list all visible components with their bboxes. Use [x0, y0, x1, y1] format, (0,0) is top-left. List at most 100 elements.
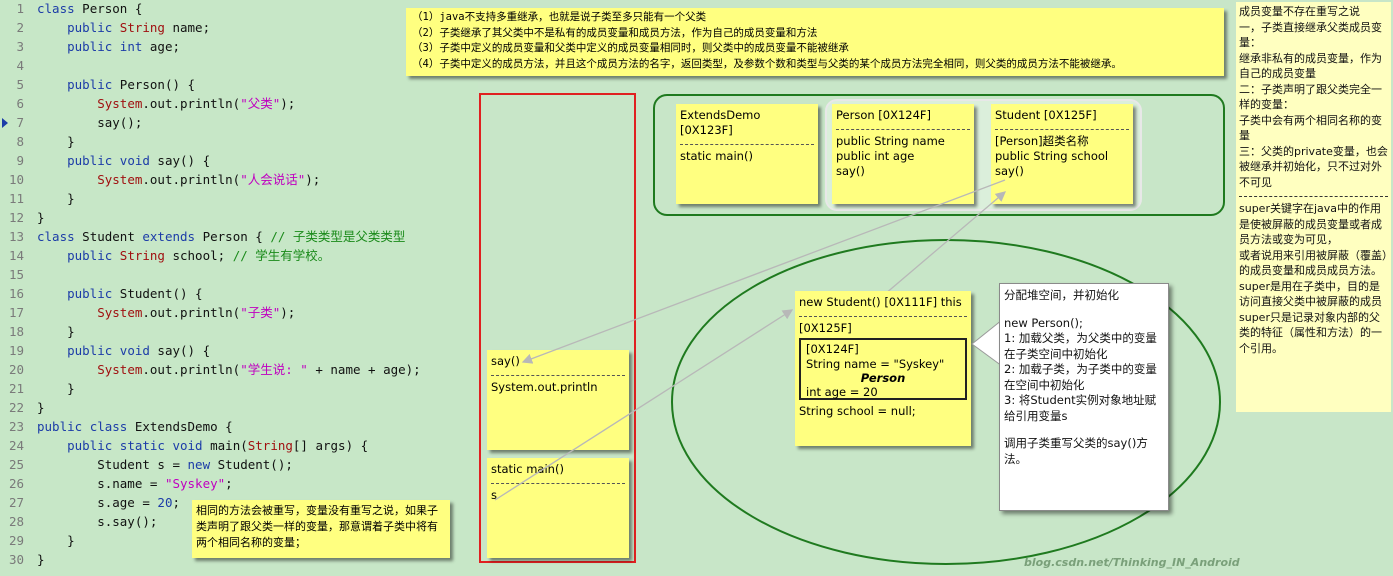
code-token: } [37, 381, 75, 396]
person-subobject-ref: [0X124F] [806, 342, 859, 356]
code-line[interactable]: 5 public Person() { [0, 75, 478, 94]
code-text: System.out.println("人会说话"); [37, 170, 320, 189]
code-text: } [37, 531, 75, 550]
code-line[interactable]: 21 } [0, 379, 478, 398]
code-line[interactable]: 6 System.out.println("父类"); [0, 94, 478, 113]
code-token: s.age = [37, 495, 158, 510]
code-line[interactable]: 24 public static void main(String[] args… [0, 436, 478, 455]
code-text: Student s = new Student(); [37, 455, 293, 474]
heap-note-line5: 3: 将Student实例对象地址赋给引用变量s [1004, 393, 1157, 423]
code-token: .out.println( [142, 305, 241, 320]
code-text: public Student() { [37, 284, 202, 303]
code-line[interactable]: 27 s.age = 20; [0, 493, 478, 512]
person-title: Person [0X124F] [836, 108, 932, 122]
code-token: ); [305, 172, 321, 187]
code-line[interactable]: 22} [0, 398, 478, 417]
line-number: 13 [8, 229, 24, 244]
code-line[interactable]: 2 public String name; [0, 18, 478, 37]
code-token: "人会说话" [240, 172, 306, 187]
code-line[interactable]: 30} [0, 550, 478, 569]
line-number: 11 [8, 191, 24, 206]
line-number: 7 [16, 115, 24, 130]
code-text: System.out.println("父类"); [37, 94, 295, 113]
code-line[interactable]: 17 System.out.println("子类"); [0, 303, 478, 322]
line-number: 9 [16, 153, 24, 168]
note-p1: 成员变量不存在重写之说 [1239, 5, 1360, 18]
note-p5: 子类中会有两个相同名称的变量 [1239, 113, 1382, 143]
code-token: } [37, 400, 45, 415]
code-line[interactable]: 12} [0, 208, 478, 227]
code-line[interactable]: 11 } [0, 189, 478, 208]
code-line[interactable]: 28 s.say(); [0, 512, 478, 531]
code-line[interactable]: 20 System.out.println("学生说: " + name + a… [0, 360, 478, 379]
code-token: Person() { [112, 77, 196, 92]
heap-region [671, 239, 1221, 565]
line-number: 14 [8, 248, 24, 263]
code-line[interactable]: 15 [0, 265, 478, 284]
line-number: 3 [16, 39, 24, 54]
code-token: "Syskey" [164, 476, 226, 491]
code-line[interactable]: 10 System.out.println("人会说话"); [0, 170, 478, 189]
student-heap-object: new Student() [0X111F] this [0X125F] [0X… [795, 291, 971, 446]
code-token: } [37, 324, 75, 339]
note-p3: 继承非私有的成员变量，作为自己的成员变量 [1239, 51, 1382, 81]
code-line[interactable]: 4 [0, 56, 478, 75]
code-text: } [37, 398, 45, 417]
line-number: 28 [8, 514, 24, 529]
code-token: ; [225, 476, 233, 491]
person-subobject: [0X124F] String name = "Syskey" Person i… [799, 338, 967, 400]
code-line[interactable]: 9 public void say() { [0, 151, 478, 170]
code-line[interactable]: 23 public class ExtendsDemo { [0, 417, 478, 436]
code-token: new [187, 457, 211, 472]
code-token: school; [164, 248, 233, 263]
code-line[interactable]: 19 public void say() { [0, 341, 478, 360]
code-line[interactable]: 7 say(); [0, 113, 478, 132]
code-text: } [37, 322, 75, 341]
code-text: public class ExtendsDemo { [37, 417, 233, 436]
code-token: 20 [157, 495, 173, 510]
code-text: s.say(); [37, 512, 157, 531]
code-token: String [119, 20, 165, 35]
line-number: 15 [8, 267, 24, 282]
main-stack-frame: static main() s [487, 458, 629, 558]
line-number: 22 [8, 400, 24, 415]
method-area-region [653, 94, 1225, 216]
override-note: 相同的方法会被重写，变量没有重写之说，如果子类声明了跟父类一样的变量，那意谓着子… [192, 500, 450, 558]
code-token: Student(); [210, 457, 293, 472]
code-text: public static void main(String[] args) { [37, 436, 368, 455]
code-line[interactable]: 3 public int age; [0, 37, 478, 56]
say-frame-title: say() [491, 354, 520, 368]
code-line[interactable]: 29 } [0, 531, 478, 550]
person-class-box: Person [0X124F] public String name publi… [832, 104, 974, 204]
code-token: public [67, 39, 113, 54]
code-token: String [119, 248, 165, 263]
code-token: Person { [74, 1, 143, 16]
code-line[interactable]: 25 Student s = new Student(); [0, 455, 478, 474]
code-line[interactable]: 16 public Student() { [0, 284, 478, 303]
line-number: 25 [8, 457, 24, 472]
code-text: public Person() { [37, 75, 195, 94]
code-line[interactable]: 18 } [0, 322, 478, 341]
code-token: } [37, 210, 45, 225]
code-token: name; [164, 20, 211, 35]
line-number: 29 [8, 533, 24, 548]
line-number: 8 [16, 134, 24, 149]
line-number: 1 [16, 1, 24, 16]
code-token: say(); [37, 115, 143, 130]
code-token: System [97, 362, 143, 377]
member-variable-notes: 成员变量不存在重写之说 一，子类直接继承父类成员变量： 继承非私有的成员变量，作… [1236, 2, 1391, 412]
code-line[interactable]: 14 public String school; // 学生有学校。 [0, 246, 478, 265]
code-token: say() { [149, 343, 211, 358]
line-number: 23 [8, 419, 24, 434]
line-number: 21 [8, 381, 24, 396]
code-line[interactable]: 26 s.name = "Syskey"; [0, 474, 478, 493]
code-token: [] args) { [292, 438, 369, 453]
note-p7: super关键字在java中的作用是使被屏蔽的成员变量或者成员方法或变为可见， [1239, 202, 1382, 246]
code-token: System [97, 172, 143, 187]
extendsdemo-class-box: ExtendsDemo [0X123F] static main() [676, 104, 818, 204]
code-line[interactable]: 8 } [0, 132, 478, 151]
code-token: "学生说: " [240, 362, 308, 377]
